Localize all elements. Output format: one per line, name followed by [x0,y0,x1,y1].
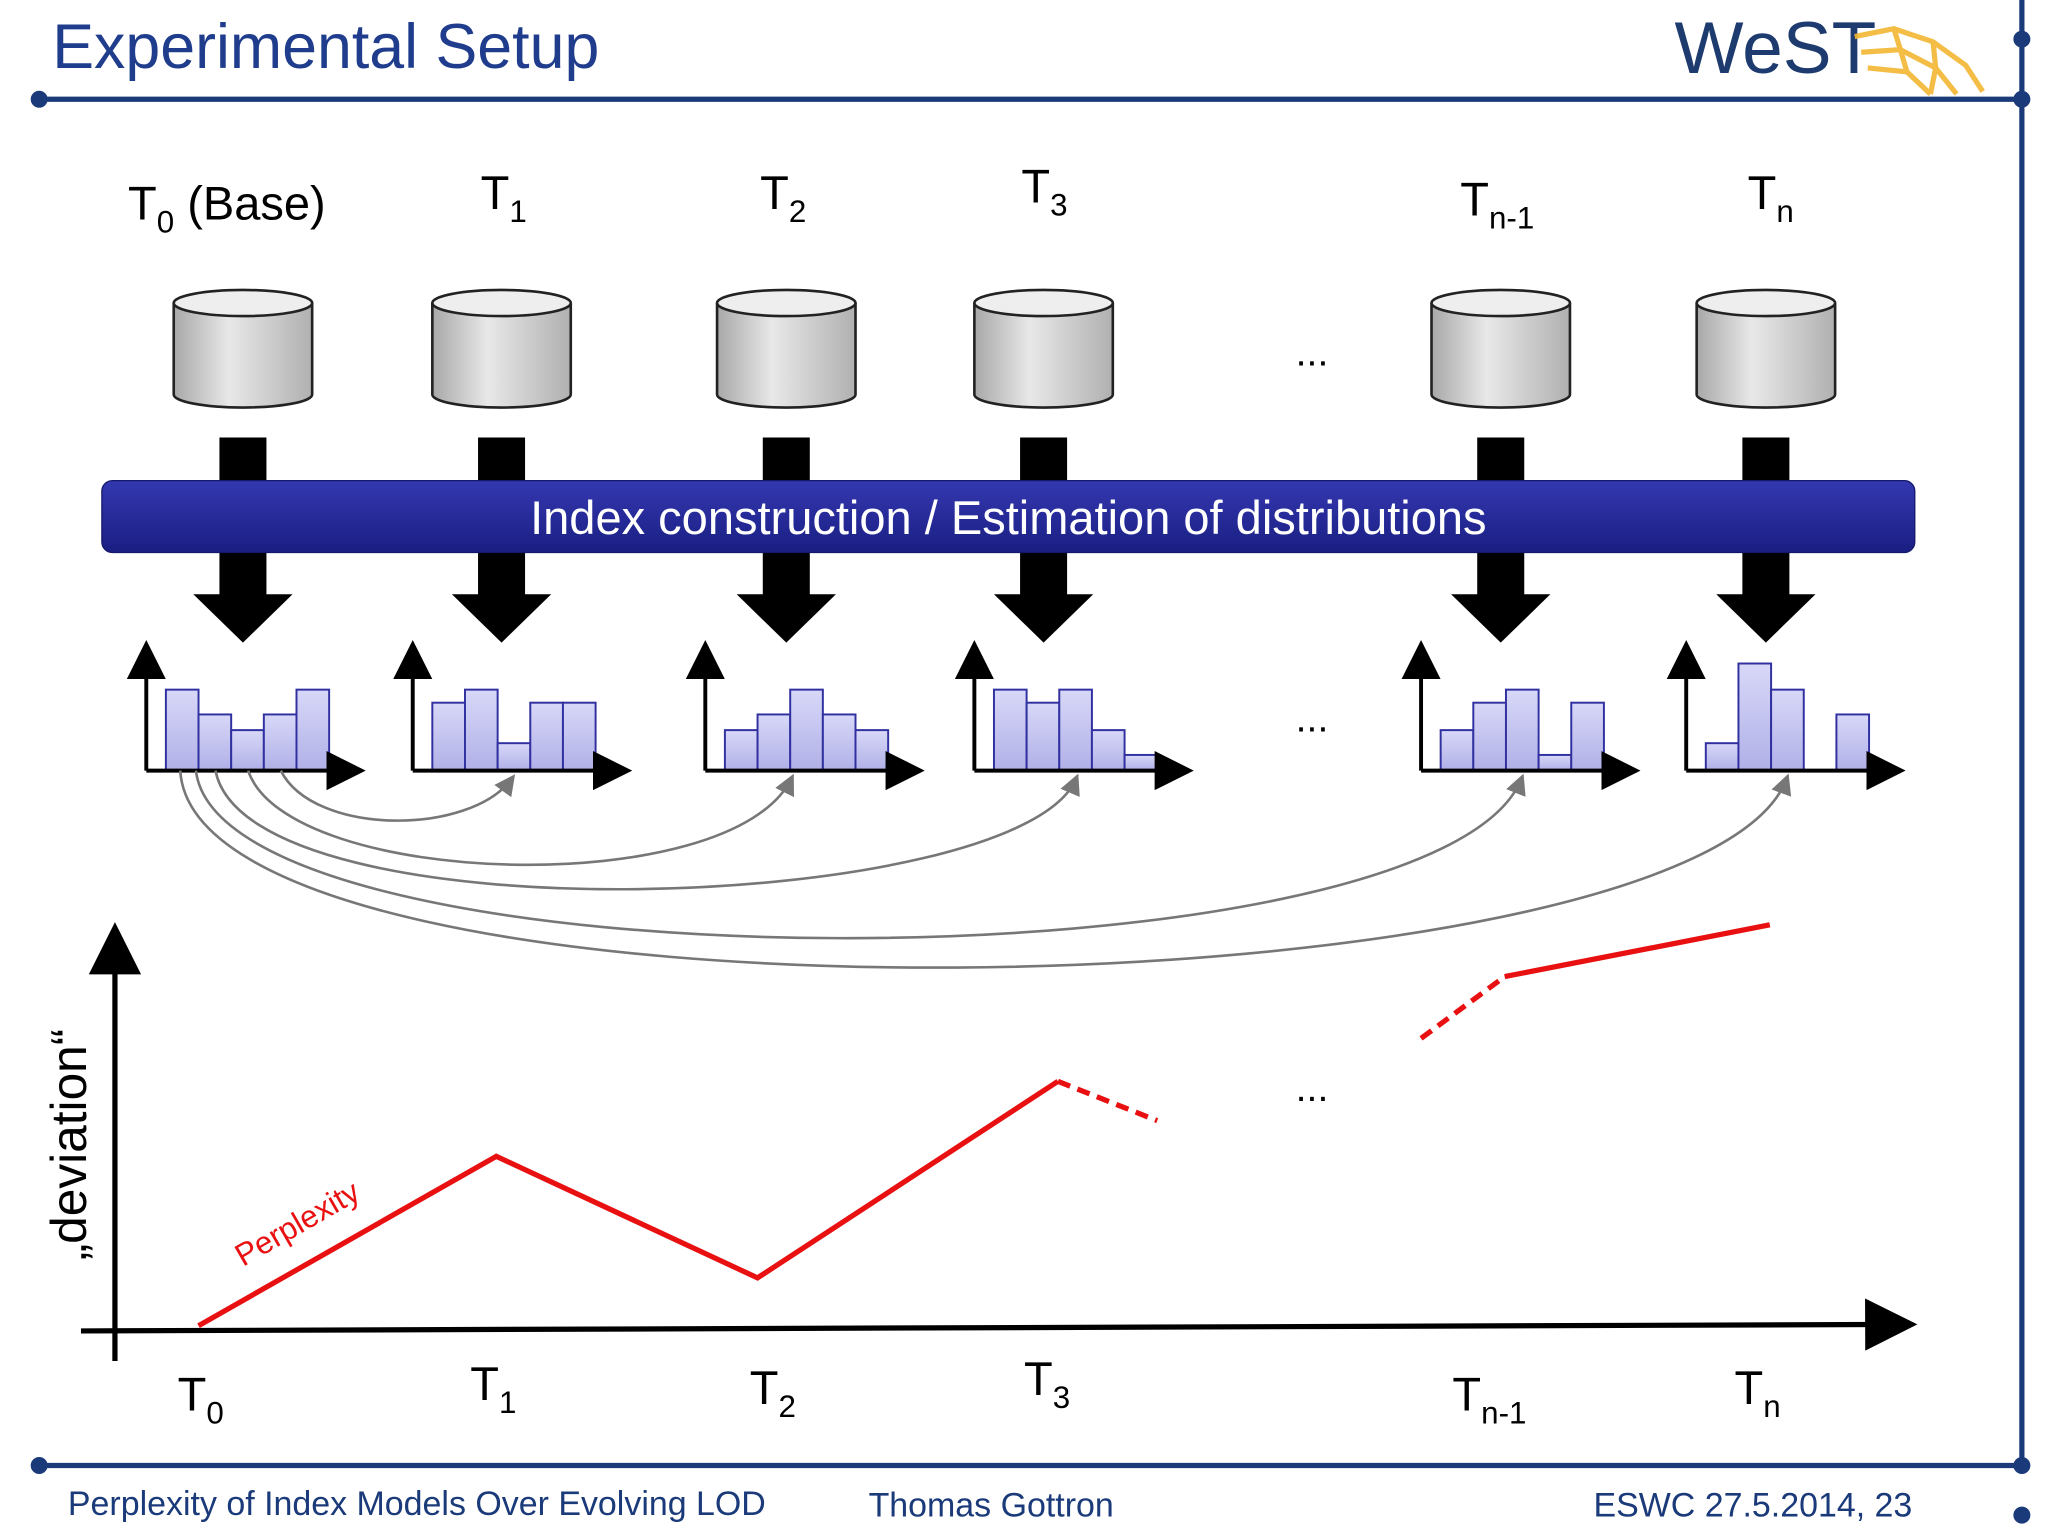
arc-t3 [214,770,1080,891]
histogram [954,640,1194,791]
snapshot-label-t2: T2 [760,166,806,229]
west-logo: WeST [1674,8,1985,96]
x-tick-label: T3 [1024,1352,1070,1415]
histogram [1401,640,1641,791]
snapshot-labels: T0 (Base) T1 T2 T3 Tn-1 Tn [128,159,1794,239]
ellipsis-chart: ... [1296,1067,1329,1110]
histogram-bar [1504,688,1540,772]
histogram-bar [1835,713,1871,772]
database-icon [172,288,314,409]
index-bar-label: Index construction / Estimation of distr… [530,491,1486,544]
snapshot-label-tn-1: Tn-1 [1460,173,1534,236]
slide-title: Experimental Setup [52,12,599,82]
histogram-bar [295,688,331,772]
histogram-bar [821,713,857,772]
histogram [126,640,366,791]
comparison-arcs [178,770,1792,969]
perplexity-segment [197,1079,1060,1328]
histogram-bar [1704,742,1740,772]
histogram-bar [164,688,200,772]
histogram-bar [854,729,890,772]
histogram-bar [1439,729,1475,772]
footer-title: Perplexity of Index Models Over Evolving… [68,1485,766,1523]
histograms [126,640,1906,791]
perplexity-line [197,922,1771,1328]
histogram-bar [1058,688,1093,772]
x-tick-labels: T0 T1 T2 T3 Tn-1 Tn [178,1352,1781,1431]
histogram-bar [230,729,265,772]
perplexity-segment [1504,922,1771,980]
x-tick-label: T1 [470,1357,516,1420]
index-construction-bar: Index construction / Estimation of distr… [101,480,1916,554]
x-tick-label: Tn-1 [1452,1368,1526,1431]
histogram [393,640,633,791]
perplexity-dashed [1419,974,1507,1041]
histogram-bar [1472,701,1507,772]
snapshot-label-t3: T3 [1021,159,1067,222]
x-tick-label: Tn [1735,1361,1781,1424]
histogram-bar [561,701,597,772]
histogram-bar [431,701,466,772]
footer-author: Thomas Gottron [869,1486,1114,1524]
histogram-bar [496,742,532,772]
histogram-bar [1537,753,1573,772]
histogram-bar [1123,753,1159,772]
logo-network-icon [1854,26,1985,96]
ellipsis-top: ... [1296,332,1329,375]
arc-tn-1 [194,770,1526,940]
snapshot-label-t0: T0 (Base) [128,176,326,239]
snapshot-label-tn: Tn [1748,166,1794,229]
x-tick-label: T2 [750,1361,796,1424]
ellipsis-mid: ... [1296,697,1329,740]
x-tick-label: T0 [178,1368,224,1431]
snapshot-label-t1: T1 [481,166,527,229]
histogram-bar [262,713,298,772]
histogram-bar [1025,701,1061,772]
histogram-bar [197,713,233,772]
histogram-bar [723,729,759,772]
arc-t1 [279,770,516,822]
x-axis [80,1298,1918,1351]
histogram [1666,640,1906,791]
histogram-bar [529,701,564,772]
database-cylinders [172,288,1837,409]
database-icon [715,288,857,409]
histogram-bar [1570,701,1605,772]
histogram-bar [992,688,1028,772]
footer-date-page: ESWC 27.5.2014, 23 [1593,1486,1912,1524]
arc-tn [178,770,1792,969]
frame-lines [30,0,2031,1524]
database-icon [973,288,1115,409]
histogram [685,640,925,791]
histogram-bar [789,688,824,772]
histogram-bar [464,688,499,772]
histogram-bar [1737,662,1773,772]
series-label: Perplexity [229,1174,366,1273]
histogram-bar [756,713,792,772]
database-icon [431,288,573,409]
perplexity-dashed [1056,1078,1159,1124]
histogram-bar [1770,688,1805,772]
arc-t2 [246,770,794,867]
database-icon [1695,288,1837,409]
histogram-bar [1090,729,1126,772]
database-icon [1430,288,1572,409]
y-axis-label: „deviation“ [41,1029,97,1261]
logo-text: WeST [1674,8,1876,89]
